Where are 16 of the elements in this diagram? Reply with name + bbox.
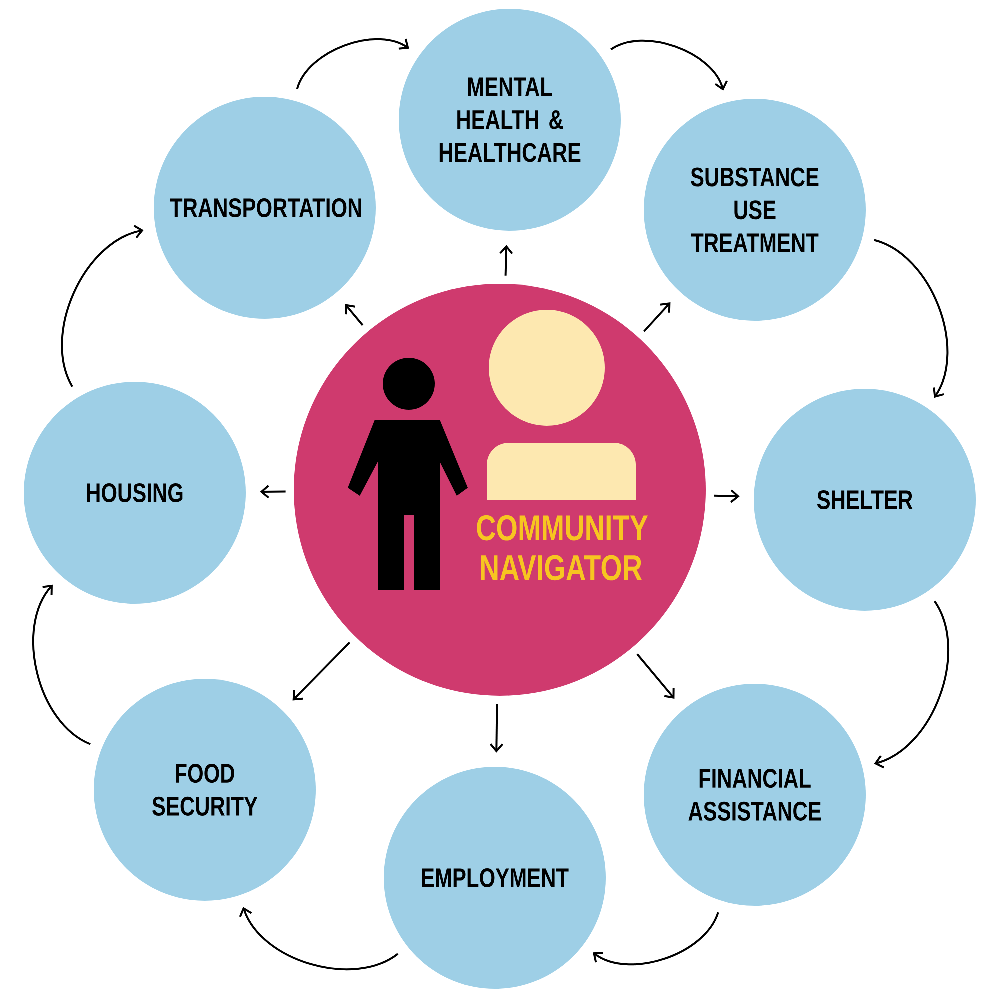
curved-arrow — [61, 225, 144, 388]
arrow — [636, 654, 675, 699]
arrow — [490, 704, 504, 753]
curved-arrow — [610, 40, 728, 91]
arrow — [714, 490, 740, 504]
curved-arrow — [874, 600, 950, 769]
arrow — [644, 302, 671, 332]
arrow — [345, 304, 364, 326]
arrow — [292, 642, 351, 701]
curved-arrow — [32, 584, 92, 746]
curved-arrow — [296, 38, 410, 90]
curved-arrow — [874, 239, 949, 398]
arrow — [500, 245, 514, 276]
curved-arrow — [239, 907, 399, 970]
curved-arrow — [593, 912, 720, 966]
arrow — [260, 485, 286, 499]
